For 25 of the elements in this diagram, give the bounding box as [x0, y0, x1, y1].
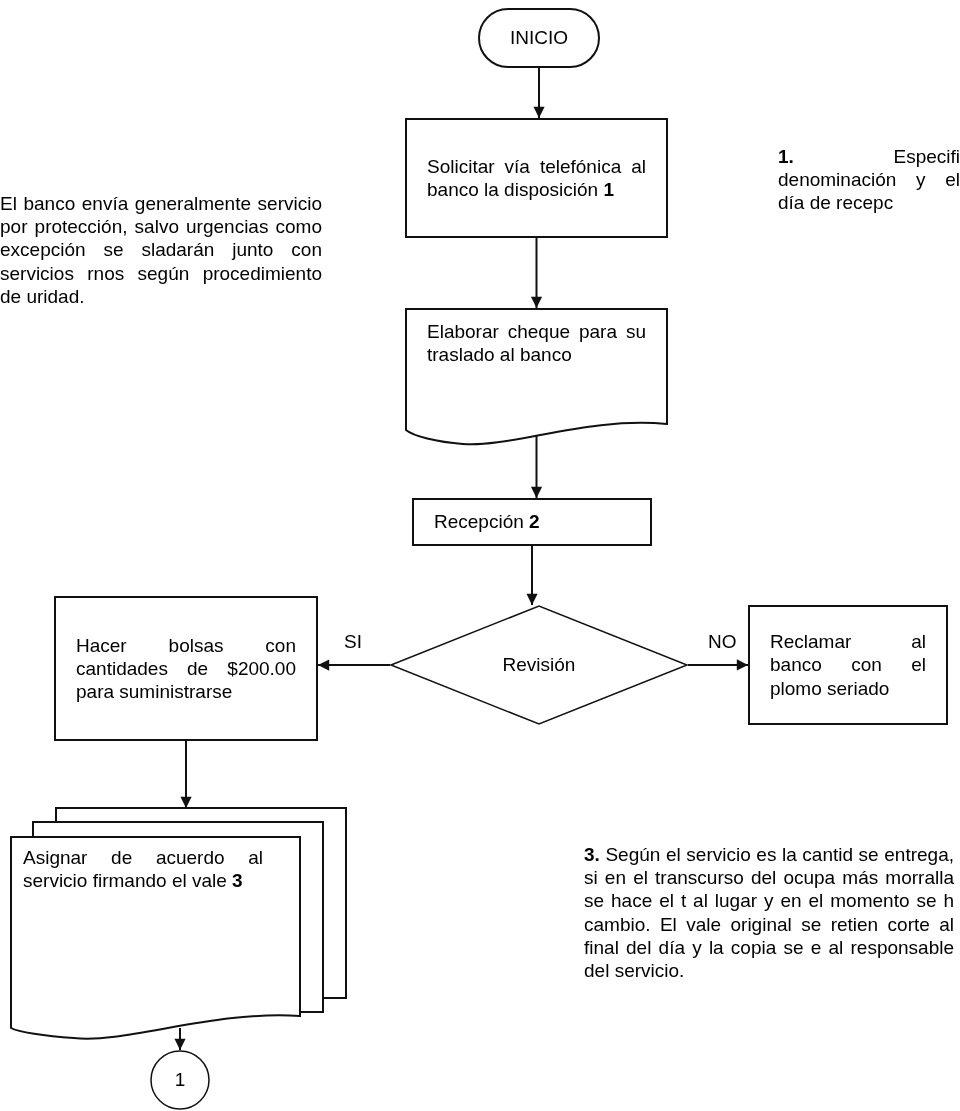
arrow [533, 67, 545, 119]
start-terminal [478, 8, 600, 68]
arrow [530, 435, 543, 499]
note-text: El banco envía generalmente servicio por protección, salvo urgencias como excepción se sladarán junto con servicios rnos según procedimiento de uridad. [0, 192, 322, 308]
node-text: INICIO [509, 26, 569, 50]
node-text: Elaborar cheque para su traslado al banco [427, 320, 646, 367]
node-text: Asignar de acuerdo al servicio firmando el vale 3 [23, 846, 263, 893]
arrow [687, 659, 749, 671]
node-text: Reclamar al banco con el plomo seriado [770, 630, 926, 700]
arrow [526, 545, 538, 606]
node-text: Hacer bolsas con cantidades de $200.00 para suministrarse [76, 633, 296, 704]
arrow [180, 740, 192, 809]
node-text: Solicitar vía telefónica al banco la disposición 1 [427, 154, 646, 202]
process-box [405, 118, 668, 238]
arrow [174, 1027, 186, 1051]
note-text: 1. Especifi denominación y el día de recepc [778, 145, 960, 215]
node-text: 1 [174, 1068, 186, 1092]
arrow [530, 237, 543, 309]
process-box [748, 605, 948, 725]
node-text: Recepción 2 [434, 510, 541, 534]
node-text: Revisión [502, 653, 576, 677]
arrow [317, 659, 391, 671]
note-text: 3. Según el servicio es la cantid se entrega, si en el transcurso del ocupa más morralla se hace el t al lugar y en el momento se h cambio. El vale original se retien corte al final del día y la copia se e al responsable del servicio. [584, 843, 954, 983]
process-box [412, 498, 652, 546]
process-box [54, 596, 318, 741]
